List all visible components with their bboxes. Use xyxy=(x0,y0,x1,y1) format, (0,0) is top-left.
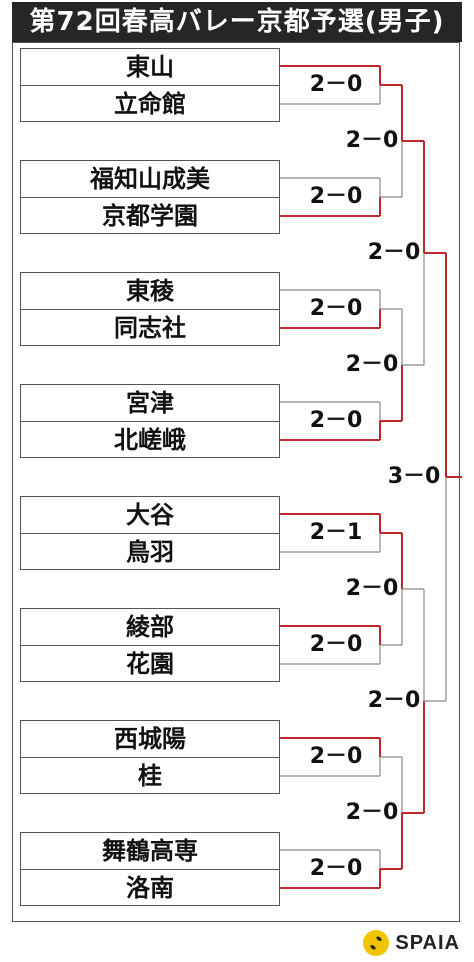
match-score: 2－0 xyxy=(307,408,365,433)
team-name: 舞鶴高専 xyxy=(102,837,198,865)
match-score: 2－0 xyxy=(307,184,365,209)
semi-score: 2－0 xyxy=(365,240,423,265)
spaia-ball-icon xyxy=(363,930,390,956)
round2-score: 2－0 xyxy=(343,800,401,825)
final-score: 3－0 xyxy=(385,464,443,489)
page-title: 第72回春高バレー京都予選(男子) xyxy=(12,2,462,42)
match-score: 2－0 xyxy=(307,72,365,97)
team-name: 綾部 xyxy=(126,613,174,641)
round2-score: 2－0 xyxy=(343,128,401,153)
match-score: 2－0 xyxy=(307,856,365,881)
match-box: 舞鶴高専洛南 xyxy=(20,832,280,906)
match-box: 東稜同志社 xyxy=(20,272,280,346)
team-name: 大谷 xyxy=(126,501,174,529)
team-name: 東山 xyxy=(126,53,174,81)
team-name: 花園 xyxy=(21,645,279,682)
match-box: 綾部花園 xyxy=(20,608,280,682)
team-name: 同志社 xyxy=(21,309,279,346)
team-name: 鳥羽 xyxy=(21,533,279,570)
team-name: 北嵯峨 xyxy=(21,421,279,458)
team-name: 福知山成美 xyxy=(90,165,210,193)
semi-score: 2－0 xyxy=(365,688,423,713)
spaia-logo: SPAIA xyxy=(363,929,460,957)
match-score: 2－0 xyxy=(307,296,365,321)
team-name: 桂 xyxy=(21,757,279,794)
bracket-frame xyxy=(12,42,460,922)
team-name: 京都学園 xyxy=(21,197,279,234)
match-box: 宮津北嵯峨 xyxy=(20,384,280,458)
team-name: 洛南 xyxy=(21,869,279,906)
match-box: 西城陽桂 xyxy=(20,720,280,794)
round2-score: 2－0 xyxy=(343,352,401,377)
match-box: 東山立命館 xyxy=(20,48,280,122)
match-box: 大谷鳥羽 xyxy=(20,496,280,570)
match-score: 2－1 xyxy=(307,520,365,545)
round2-score: 2－0 xyxy=(343,576,401,601)
match-score: 2－0 xyxy=(307,744,365,769)
logo-text: SPAIA xyxy=(395,931,460,954)
team-name: 立命館 xyxy=(21,85,279,122)
team-name: 東稜 xyxy=(126,277,174,305)
match-box: 福知山成美京都学園 xyxy=(20,160,280,234)
team-name: 西城陽 xyxy=(114,725,186,753)
team-name: 宮津 xyxy=(126,389,174,417)
match-score: 2－0 xyxy=(307,632,365,657)
